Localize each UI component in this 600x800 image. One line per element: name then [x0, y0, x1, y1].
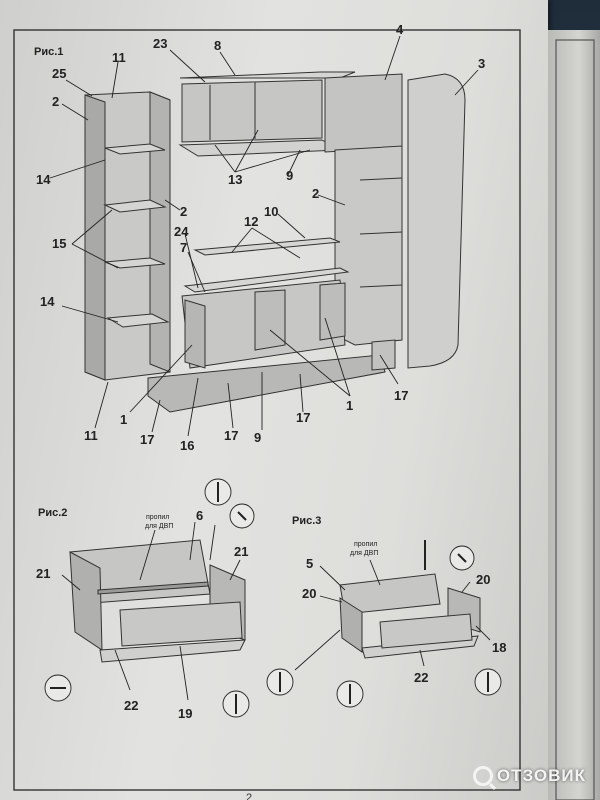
part-label-1-left: 1	[120, 412, 127, 427]
top-cabinet	[181, 79, 323, 143]
part-label-18: 18	[492, 640, 506, 655]
magnifier-icon	[472, 766, 493, 786]
part-label-21-left: 21	[36, 566, 50, 581]
fig3-note-line2: для ДВП	[350, 550, 378, 557]
part-label-17-left: 17	[140, 432, 154, 447]
part-label-2-mid: 2	[180, 204, 187, 219]
part-label-9-bottom: 9	[254, 430, 261, 445]
part-label-23: 23	[153, 36, 167, 51]
fig3-title: Рис.3	[292, 515, 321, 527]
part-label-12: 12	[244, 214, 258, 229]
part-label-3: 3	[478, 56, 485, 71]
part-label-10: 10	[264, 204, 278, 219]
page-edge-behind	[548, 30, 600, 800]
figure-2-drawing	[69, 539, 246, 663]
figure-3-fittings	[266, 540, 502, 708]
part-label-2-right: 2	[312, 186, 319, 201]
tall-door	[407, 73, 466, 369]
part-label-17-mid: 17	[224, 428, 238, 443]
part-label-14-top: 14	[36, 172, 51, 187]
fig3-note-line1: пропил	[354, 541, 377, 548]
part-label-20-right: 20	[476, 572, 490, 587]
part-label-24: 24	[174, 224, 189, 239]
figure-3-drawing	[339, 573, 481, 659]
part-label-25: 25	[52, 66, 66, 81]
watermark: ОТЗОВИК	[472, 766, 586, 786]
part-label-15: 15	[52, 236, 66, 251]
figure-1-drawing	[84, 71, 466, 413]
right-top-box	[324, 73, 403, 153]
next-page-frame	[555, 39, 595, 800]
fig2-note-line2: для ДВП	[145, 523, 173, 530]
drawer-side-left	[339, 597, 363, 653]
part-label-5: 5	[306, 556, 313, 571]
fig2-title: Рис.2	[38, 507, 67, 519]
figure-1-leaders	[49, 35, 479, 437]
part-label-2-left: 2	[52, 94, 59, 109]
part-label-16: 16	[180, 438, 194, 453]
drawer-side-left	[69, 551, 103, 651]
part-label-1-right: 1	[346, 398, 353, 413]
part-label-19: 19	[178, 706, 192, 721]
fig1-title: Рис.1	[34, 46, 63, 58]
part-label-7: 7	[180, 240, 187, 255]
part-label-9-top: 9	[286, 168, 293, 183]
part-label-17-right: 17	[394, 388, 408, 403]
part-label-21-right: 21	[234, 544, 248, 559]
drawer-front	[119, 601, 243, 647]
part-label-8: 8	[214, 38, 221, 53]
part-label-22-fig3: 22	[414, 670, 428, 685]
drawer-front	[379, 613, 473, 649]
part-label-20-left: 20	[302, 586, 316, 601]
part-label-14-bottom: 14	[40, 294, 55, 309]
figure-2-fittings	[44, 478, 255, 718]
part-label-22-fig2: 22	[124, 698, 138, 713]
page-number: 2	[246, 792, 253, 800]
part-label-17-midright: 17	[296, 410, 310, 425]
part-label-11-top: 11	[112, 50, 126, 65]
part-label-13: 13	[228, 172, 242, 187]
part-label-6: 6	[196, 508, 203, 523]
part-label-4: 4	[396, 22, 404, 37]
watermark-text: ОТЗОВИК	[496, 766, 586, 785]
fig2-note-line1: пропил	[146, 514, 169, 521]
part-label-11-bottom: 11	[84, 428, 98, 443]
page-frame	[13, 29, 521, 791]
